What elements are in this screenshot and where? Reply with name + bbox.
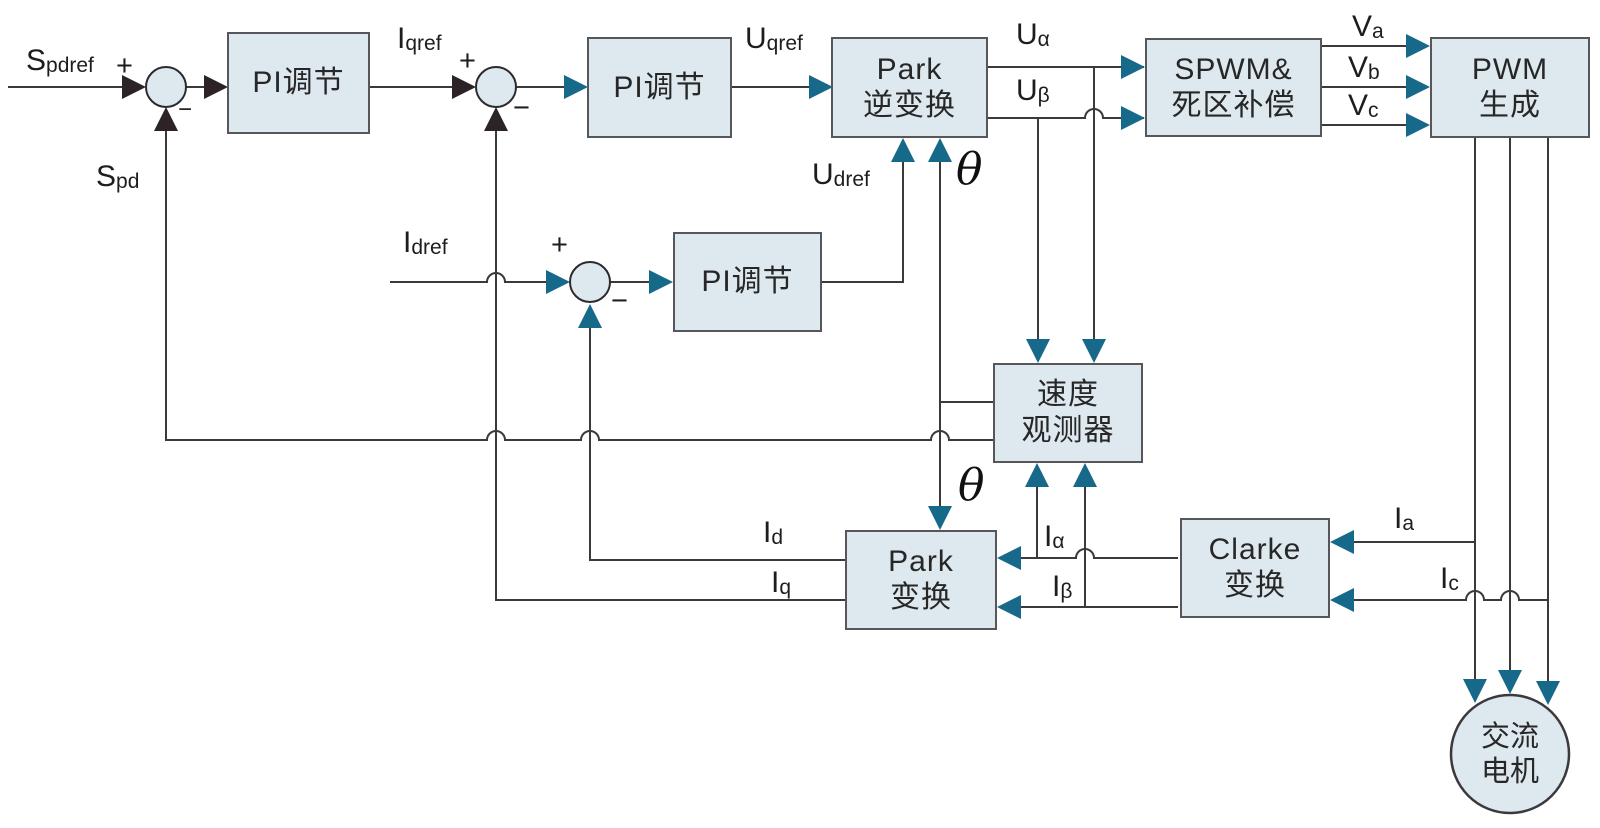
label-ia: Ia — [1394, 502, 1415, 535]
label-vb: Vb — [1348, 51, 1380, 84]
arrow-into-pwm-vb — [1406, 75, 1430, 99]
block-observer-line1: 速度 — [1037, 378, 1099, 411]
block-pi-iq-label: PI调节 — [613, 70, 706, 104]
block-park-inverse-line1: Park — [876, 52, 943, 86]
wires — [8, 45, 1549, 702]
label-uqref: Uqref — [745, 22, 803, 55]
arrow-into-sum3-bottom — [578, 304, 602, 328]
arrowheads-teal — [546, 34, 1560, 705]
sum1-minus-sign: − — [178, 96, 193, 123]
arrow-into-spwm-ualpha — [1121, 55, 1145, 79]
sum-junction-id — [569, 261, 611, 303]
label-idref: Idref — [403, 226, 448, 259]
ac-motor-label: 交流 电机 — [1450, 720, 1570, 790]
label-spd: Spd — [96, 160, 140, 193]
label-i-beta: Iβ — [1052, 570, 1073, 603]
arrow-theta-into-park-inverse — [928, 138, 952, 162]
block-pwm-gen: PWM 生成 — [1430, 37, 1590, 138]
wire-spd-feedback — [165, 109, 993, 441]
block-clarke-line2: 变换 — [1224, 569, 1286, 602]
label-ic: Ic — [1440, 562, 1459, 595]
arrow-ialpha-into-observer — [1025, 463, 1049, 487]
block-park-line2: 变换 — [890, 581, 952, 614]
block-pi-iq: PI调节 — [587, 37, 732, 138]
arrow-ualpha-into-observer — [1082, 339, 1106, 363]
arrow-into-pi-iq — [564, 75, 588, 99]
arrow-into-pwm-va — [1406, 34, 1430, 58]
arrowheads-black — [122, 75, 508, 131]
arrow-ibeta-into-observer — [1073, 463, 1097, 487]
arrow-into-pi-speed — [204, 75, 228, 99]
block-pwm-line2: 生成 — [1479, 88, 1541, 122]
arrow-into-sum1-bottom — [154, 107, 178, 131]
block-pwm-line1: PWM — [1471, 52, 1549, 86]
label-i-alpha: Iα — [1044, 520, 1065, 553]
wire-id-feedback — [589, 306, 845, 561]
arrow-into-sum1-left — [122, 75, 146, 99]
arrow-theta-into-park — [928, 506, 952, 530]
ac-motor-line2: 电机 — [1480, 756, 1539, 788]
block-spwm-deadzone: SPWM& 死区补偿 — [1145, 38, 1322, 137]
arrow-phase-b-into-motor — [1498, 670, 1522, 694]
arrow-udref-into-park-inverse — [891, 138, 915, 162]
arrow-into-sum2-bottom — [484, 107, 508, 131]
block-pi-speed: PI调节 — [227, 32, 370, 134]
wire-ic-tap — [1332, 590, 1548, 601]
sum2-plus-sign: + — [459, 45, 476, 77]
sum-junction-speed — [145, 66, 187, 108]
block-park-line1: Park — [888, 545, 954, 578]
label-spdref: Spdref — [26, 44, 94, 77]
block-pi-id: PI调节 — [673, 232, 822, 332]
label-theta-top: θ — [956, 144, 983, 195]
block-speed-observer: 速度 观测器 — [993, 363, 1143, 463]
label-va: Va — [1352, 10, 1384, 43]
sum1-plus-sign: + — [116, 50, 133, 82]
label-iq: Iq — [771, 566, 792, 599]
arrow-into-park-inverse-left — [809, 75, 833, 99]
block-spwm-line1: SPWM& — [1174, 52, 1293, 86]
arrow-phase-a-into-motor — [1463, 679, 1487, 703]
wire-i-alpha — [999, 548, 1178, 559]
block-pi-speed-label: PI调节 — [252, 66, 345, 99]
wire-u-beta — [988, 108, 1144, 119]
arrow-ia-into-clarke — [1330, 530, 1354, 554]
arrow-ic-into-clarke — [1330, 588, 1354, 612]
label-iqref: Iqref — [397, 22, 442, 55]
wire-udref — [822, 140, 904, 283]
block-park-inverse-line2: 逆变换 — [863, 88, 956, 122]
label-id: Id — [763, 516, 784, 549]
arrow-ibeta-into-park — [997, 595, 1021, 619]
sum3-minus-sign: − — [611, 285, 628, 317]
ac-motor-line1: 交流 — [1480, 721, 1539, 753]
block-pi-id-label: PI调节 — [701, 265, 794, 298]
label-vc: Vc — [1348, 89, 1379, 122]
label-u-beta: Uβ — [1016, 74, 1050, 107]
label-u-alpha: Uα — [1016, 18, 1050, 51]
arrow-into-sum2-left — [452, 75, 476, 99]
arrow-into-sum3-left — [546, 270, 570, 294]
block-park: Park 变换 — [845, 530, 997, 630]
block-observer-line2: 观测器 — [1021, 414, 1115, 447]
block-clarke-line1: Clarke — [1208, 533, 1302, 566]
arrow-ialpha-into-park — [997, 546, 1021, 570]
arrow-into-pi-id — [649, 270, 673, 294]
sum-junction-iq — [475, 66, 517, 108]
label-udref: Udref — [812, 158, 870, 191]
arrow-ubeta-into-observer — [1026, 339, 1050, 363]
sum3-plus-sign: + — [551, 229, 568, 261]
wire-iq-feedback — [495, 109, 845, 601]
arrow-into-spwm-ubeta — [1121, 106, 1145, 130]
wire-idref-in — [390, 272, 568, 283]
arrow-into-pwm-vc — [1406, 113, 1430, 137]
block-spwm-line2: 死区补偿 — [1171, 88, 1296, 122]
block-clarke: Clarke 变换 — [1180, 518, 1330, 618]
ac-motor-circle — [1449, 693, 1571, 815]
label-theta-bottom: θ — [958, 460, 985, 511]
block-park-inverse: Park 逆变换 — [831, 37, 988, 138]
sum2-minus-sign: − — [513, 92, 530, 124]
arrow-phase-c-into-motor — [1536, 681, 1560, 705]
